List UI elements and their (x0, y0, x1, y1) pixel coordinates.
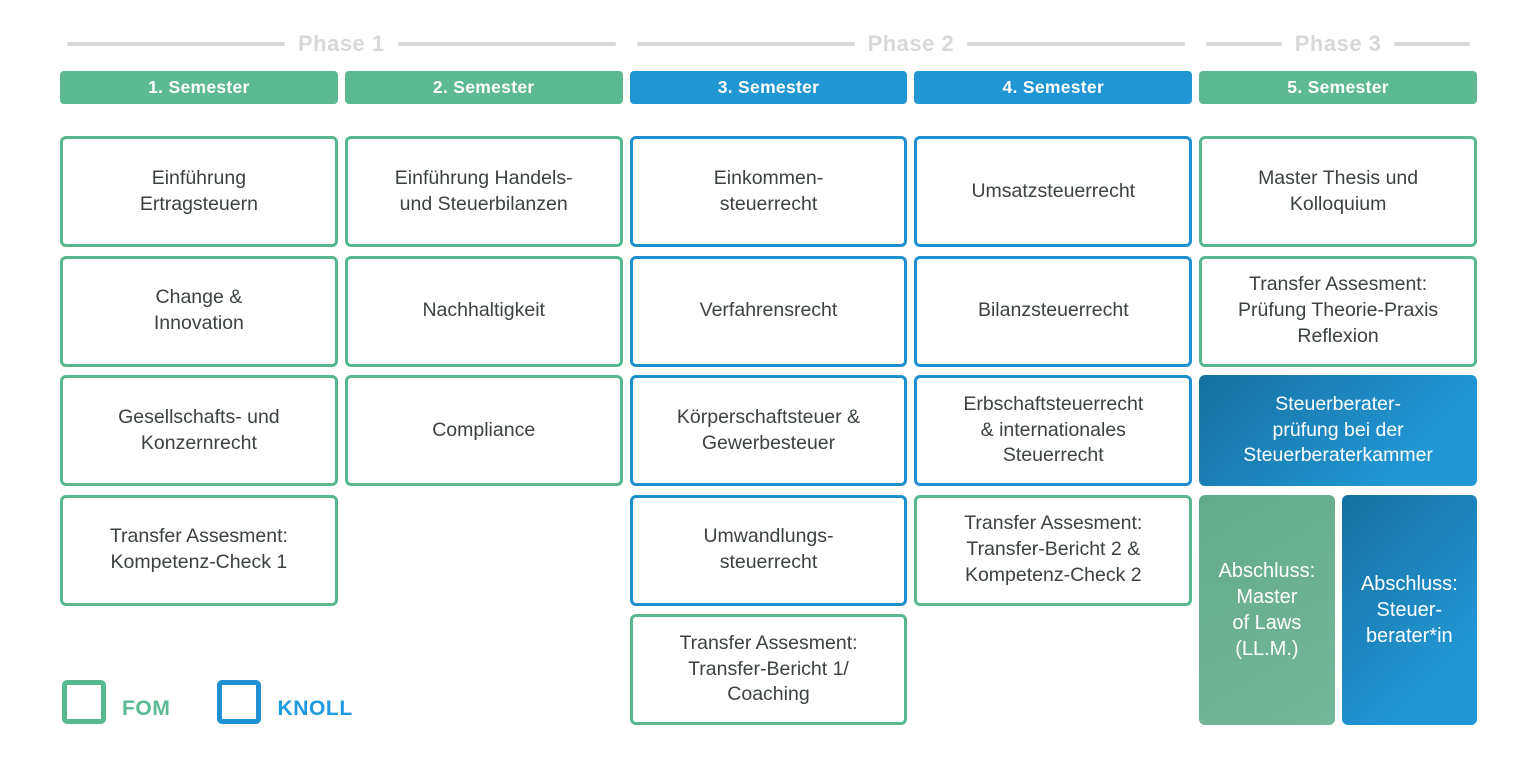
legend-label: KNOLL (277, 697, 353, 720)
phase-row: Phase 1 Phase 2 Phase 3 (60, 30, 1477, 58)
course-box: Compliance (344, 375, 623, 486)
phase-group-3: Phase 3 (1199, 30, 1477, 58)
course-box: Umwandlungs- steuerrecht (629, 494, 908, 606)
degree-box: Abschluss: Master of Laws (LL.M.) (1199, 494, 1335, 725)
phase-group-1: Phase 1 (60, 30, 623, 58)
phase-group-2: Phase 2 (630, 30, 1193, 58)
course-box: Steuerberater- prüfung bei der Steuerber… (1199, 375, 1477, 486)
degree-box: Abschluss: Steuer- berater*in (1341, 494, 1477, 725)
course-box: Einführung Ertragsteuern (60, 136, 338, 247)
course-box: Gesellschafts- und Konzernrecht (60, 375, 338, 486)
course-box: Einkommen- steuerrecht (629, 136, 908, 247)
course-box: Change & Innovation (60, 255, 338, 367)
phase-line-left (67, 41, 285, 47)
course-box: Erbschaftsteuerrecht & internationales S… (914, 375, 1193, 486)
course-box: Umsatzsteuerrecht (914, 136, 1193, 247)
semester-header-4: 4. Semester (914, 71, 1193, 104)
course-box: Transfer Assesment: Transfer-Bericht 2 &… (914, 494, 1193, 606)
legend-item-fom: FOM (62, 680, 170, 724)
phase-line-right (1394, 41, 1470, 47)
course-box: Transfer Assesment: Transfer-Bericht 1/ … (629, 614, 908, 725)
phase-label: Phase 2 (867, 31, 955, 56)
final-degrees-row: Abschluss: Master of Laws (LL.M.)Abschlu… (1199, 494, 1477, 725)
phase-label: Phase 1 (297, 31, 385, 56)
legend-swatch-icon (217, 680, 262, 724)
course-box: Körperschaftsteuer & Gewerbesteuer (629, 375, 908, 486)
semester-header-2: 2. Semester (344, 71, 623, 104)
course-box: Einführung Handels- und Steuerbilanzen (344, 136, 623, 247)
phase-line-left (1206, 41, 1282, 47)
legend-swatch-icon (62, 680, 106, 724)
phase-line-left (636, 41, 855, 47)
course-box: Nachhaltigkeit (344, 255, 623, 367)
course-box: Verfahrensrecht (629, 255, 908, 367)
course-box: Master Thesis und Kolloquium (1199, 136, 1477, 247)
phase-line-right (967, 41, 1186, 47)
course-box: Bilanzsteuerrecht (914, 255, 1193, 367)
semester-header-row: 1. Semester 2. Semester 3. Semester 4. S… (60, 71, 1477, 104)
course-box: Transfer Assesment: Kompetenz-Check 1 (60, 494, 338, 606)
legend-label: FOM (122, 697, 171, 720)
semester-header-1: 1. Semester (60, 71, 338, 104)
legend: FOM KNOLL (62, 680, 353, 724)
legend-item-knoll: KNOLL (217, 680, 352, 724)
phase-label: Phase 3 (1294, 31, 1382, 56)
course-box: Transfer Assesment: Prüfung Theorie-Prax… (1199, 255, 1477, 367)
semester-header-5: 5. Semester (1199, 71, 1477, 104)
semester-header-3: 3. Semester (629, 71, 908, 104)
phase-line-right (397, 41, 616, 47)
